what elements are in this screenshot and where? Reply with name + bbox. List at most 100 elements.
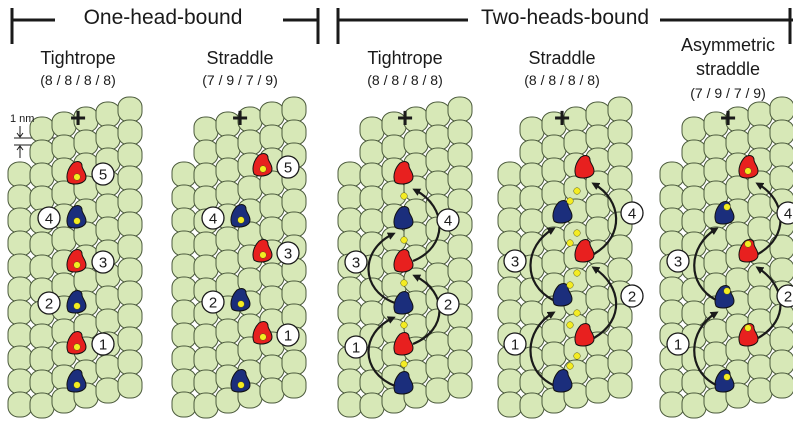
step-number-label: 3	[99, 255, 107, 272]
tubulin-subunit	[659, 368, 685, 395]
tubulin-subunit	[259, 262, 285, 289]
tubulin-subunit	[281, 119, 307, 146]
tubulin-subunit	[95, 101, 121, 128]
tubulin-subunit	[7, 253, 33, 280]
binding-site-dot	[73, 261, 81, 269]
tubulin-subunit	[117, 257, 143, 284]
tubulin-subunit	[769, 372, 793, 399]
tubulin-subunit	[747, 216, 773, 243]
tubulin-subunit	[519, 185, 545, 212]
binding-site-dot	[400, 360, 408, 368]
tubulin-subunit	[171, 184, 197, 211]
motor-head-panel-3-3	[393, 249, 414, 273]
tubulin-subunit	[681, 208, 707, 235]
tubulin-subunit	[215, 134, 241, 161]
binding-site-dot	[73, 343, 81, 351]
step-number-circle	[436, 292, 460, 316]
tubulin-subunit	[519, 208, 545, 235]
tubulin-subunit	[681, 162, 707, 189]
tubulin-subunit	[563, 129, 589, 156]
step-number-circle	[37, 291, 61, 315]
scale-bar-arrow-down	[16, 126, 24, 138]
tubulin-subunit	[519, 369, 545, 396]
binding-site-dot	[566, 321, 574, 329]
tubulin-subunit	[585, 124, 611, 151]
panel-4-title: Straddle	[528, 48, 596, 68]
tubulin-subunit	[447, 142, 473, 169]
panel-1-code: (8 / 8 / 8 / 8)	[40, 72, 116, 88]
step-number-label: 4	[45, 211, 53, 228]
plus-end-label-panel-5: +	[719, 102, 737, 133]
tubulin-subunit	[259, 193, 285, 220]
tubulin-subunit	[769, 165, 793, 192]
tubulin-subunit	[659, 276, 685, 303]
binding-site-dot	[573, 352, 581, 360]
tubulin-subunit	[585, 193, 611, 220]
tubulin-subunit	[117, 142, 143, 169]
tubulin-subunit	[29, 254, 55, 281]
motor-head-panel-5-5	[738, 323, 759, 347]
tubulin-subunit	[193, 116, 219, 143]
step-number-circle	[776, 284, 793, 308]
panel-4-code: (8 / 8 / 8 / 8)	[524, 72, 600, 88]
tubulin-subunit	[117, 234, 143, 261]
tubulin-subunit	[769, 257, 793, 284]
tubulin-subunit	[497, 391, 523, 418]
tubulin-subunit	[497, 161, 523, 188]
tubulin-subunit	[171, 276, 197, 303]
step-number-circle	[503, 332, 527, 356]
step-number-label: 2	[45, 296, 53, 313]
tubulin-subunit	[117, 119, 143, 146]
panel-2-title: Straddle	[206, 48, 274, 68]
tubulin-subunit	[607, 372, 633, 399]
tubulin-subunit	[447, 349, 473, 376]
tubulin-subunit	[585, 377, 611, 404]
step-number-label: 1	[284, 328, 292, 345]
tubulin-subunit	[425, 124, 451, 151]
step-number-label: 1	[674, 337, 682, 354]
binding-site-dot	[744, 324, 752, 332]
tubulin-subunit	[281, 372, 307, 399]
tubulin-subunit	[447, 165, 473, 192]
tubulin-subunit	[747, 285, 773, 312]
tubulin-subunit	[703, 157, 729, 184]
binding-site-dot	[744, 167, 752, 175]
motor-head-panel-2-1	[252, 153, 273, 177]
binding-site-dot	[723, 373, 731, 381]
tubulin-subunit	[519, 392, 545, 419]
tubulin-subunit	[95, 285, 121, 312]
tubulin-subunit	[769, 349, 793, 376]
tubulin-subunit	[359, 139, 385, 166]
tubulin-subunit	[359, 208, 385, 235]
tubulin-subunit	[585, 101, 611, 128]
tubulin-subunit	[519, 139, 545, 166]
tubulin-subunit	[259, 124, 285, 151]
step-arrow	[529, 227, 556, 301]
tubulin-subunit	[769, 119, 793, 146]
tubulin-subunit	[171, 230, 197, 257]
tubulin-subunit	[585, 354, 611, 381]
step-number-label: 3	[511, 254, 519, 271]
tubulin-subunit	[117, 280, 143, 307]
binding-site-dot	[237, 216, 245, 224]
tubulin-subunit	[607, 303, 633, 330]
tubulin-subunit	[7, 391, 33, 418]
step-number-circle	[276, 323, 300, 347]
tubulin-subunit	[425, 377, 451, 404]
tubulin-subunit	[29, 392, 55, 419]
binding-site-dot	[573, 187, 581, 195]
tubulin-subunit	[281, 349, 307, 376]
tubulin-subunit	[447, 257, 473, 284]
tubulin-subunit	[281, 96, 307, 123]
motor-head-panel-2-5	[252, 321, 273, 345]
step-number-label: 2	[444, 297, 452, 314]
tubulin-subunit	[703, 134, 729, 161]
plus-end-label-panel-3: +	[396, 102, 414, 133]
step-number-circle	[276, 241, 300, 265]
tubulin-subunit	[171, 299, 197, 326]
step-arrow	[367, 316, 396, 388]
step-number-label: 3	[674, 254, 682, 271]
tubulin-subunit	[337, 207, 363, 234]
step-arrow	[591, 266, 618, 339]
